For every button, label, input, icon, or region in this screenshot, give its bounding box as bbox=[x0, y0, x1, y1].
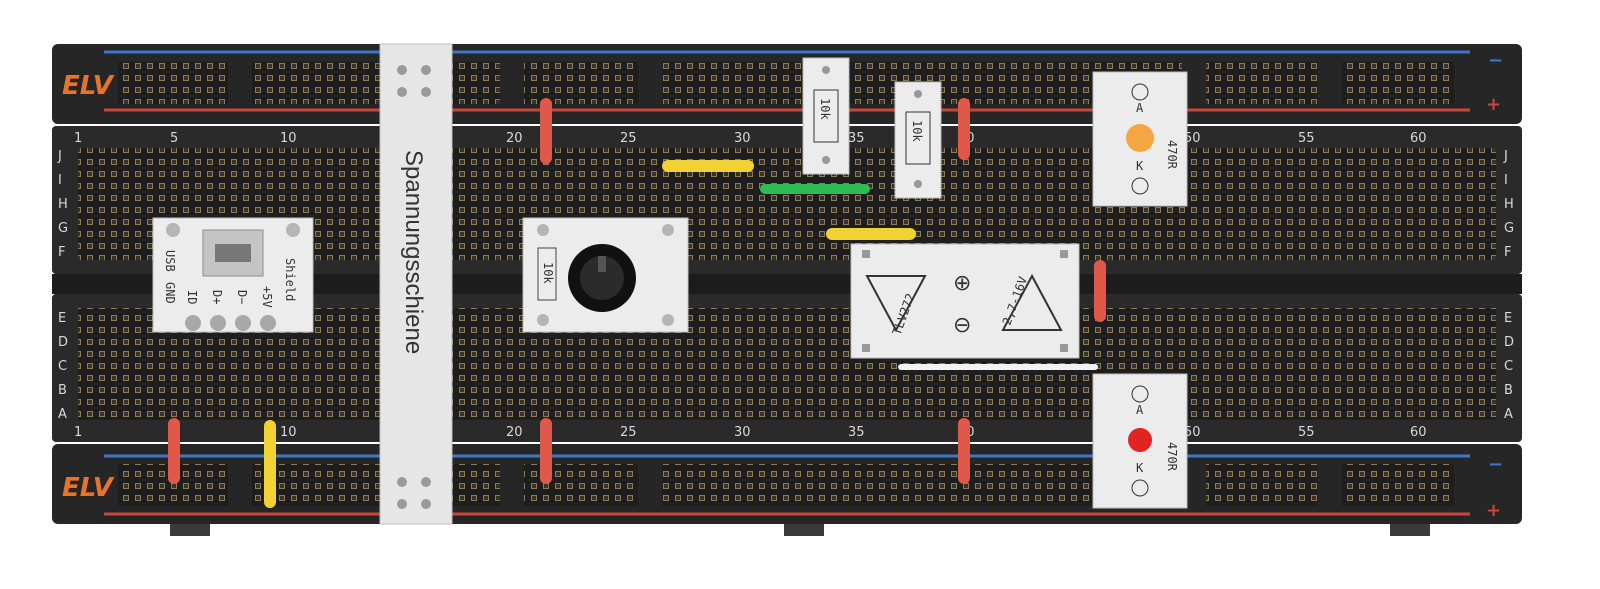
col-num: 10 bbox=[280, 131, 297, 146]
row-letter: F bbox=[1504, 245, 1511, 260]
row-letter: A bbox=[58, 407, 67, 422]
power-rail-label: Spannungsschiene bbox=[400, 150, 427, 354]
row-letter: F bbox=[58, 245, 65, 260]
row-letter: I bbox=[58, 173, 62, 188]
minus-symbol-icon: ⊖ bbox=[953, 313, 971, 338]
resistor-module-1: 10k bbox=[802, 57, 850, 175]
yellow-jumper bbox=[826, 228, 916, 240]
row-letter: A bbox=[1504, 407, 1513, 422]
usb-label: USB bbox=[163, 250, 177, 272]
col-num: 60 bbox=[1410, 131, 1427, 146]
row-letter: H bbox=[1504, 197, 1514, 212]
power-rail-module: Spannungsschiene bbox=[379, 43, 453, 525]
row-letter: B bbox=[1504, 383, 1513, 398]
polarity-plus-bottom: + bbox=[1486, 500, 1501, 521]
row-letter: I bbox=[1504, 173, 1508, 188]
led-orange-icon bbox=[1126, 124, 1154, 152]
col-num: 50 bbox=[1184, 425, 1201, 440]
board-foot bbox=[1390, 524, 1430, 536]
led-top-cathode: K bbox=[1136, 159, 1144, 173]
white-wire bbox=[898, 364, 1098, 370]
col-num: 35 bbox=[848, 425, 865, 440]
board-foot bbox=[784, 524, 824, 536]
usb-module: USB GND ID D+ D− +5V Shield bbox=[152, 217, 314, 333]
led-bottom-cathode: K bbox=[1136, 461, 1144, 475]
red-jumper bbox=[540, 418, 552, 484]
resistor-label-2: 10k bbox=[910, 120, 924, 142]
col-num: 10 bbox=[280, 425, 297, 440]
col-num: 35 bbox=[848, 131, 865, 146]
column-numbers-bottom: 1 10 20 25 30 35 40 50 55 60 bbox=[74, 425, 1427, 440]
yellow-jumper bbox=[264, 420, 276, 508]
col-num: 20 bbox=[506, 131, 523, 146]
polarity-plus-top: + bbox=[1486, 94, 1501, 115]
col-num: 5 bbox=[170, 131, 178, 146]
row-letters-right: J I H G F E D C B A bbox=[1503, 149, 1514, 422]
bottom-rail-holes bbox=[118, 464, 1454, 506]
row-letter: B bbox=[58, 383, 67, 398]
opamp-module: TLV272 2,7-16V ⊕ ⊖ bbox=[850, 243, 1080, 359]
led-top-resistor: 470R bbox=[1165, 140, 1179, 170]
row-letter: J bbox=[1503, 149, 1508, 164]
row-letter: D bbox=[1504, 335, 1514, 350]
col-num: 60 bbox=[1410, 425, 1427, 440]
pin-dminus-label: D− bbox=[235, 290, 249, 304]
pin-5v-label: +5V bbox=[260, 286, 274, 308]
row-letters-left: J I H G F E D C B A bbox=[57, 149, 68, 422]
col-num: 30 bbox=[734, 425, 751, 440]
jumper-wires bbox=[168, 98, 1106, 508]
col-num: 25 bbox=[620, 131, 637, 146]
red-jumper bbox=[1094, 260, 1106, 322]
row-letter: C bbox=[58, 359, 67, 374]
red-jumper bbox=[958, 418, 970, 484]
red-jumper bbox=[958, 98, 970, 160]
led-top-anode: A bbox=[1136, 101, 1144, 115]
led-bottom-anode: A bbox=[1136, 403, 1144, 417]
resistor-module-2: 10k bbox=[894, 81, 942, 199]
row-letter: G bbox=[1504, 221, 1514, 236]
row-letter: D bbox=[58, 335, 68, 350]
col-num: 55 bbox=[1298, 131, 1315, 146]
red-jumper bbox=[540, 98, 552, 164]
gnd-label: GND bbox=[163, 282, 177, 304]
led-module-top: A K 470R bbox=[1092, 71, 1188, 207]
row-letter: E bbox=[58, 311, 66, 326]
col-num: 20 bbox=[506, 425, 523, 440]
col-num: 1 bbox=[74, 425, 82, 440]
grid-holes-lower bbox=[78, 308, 1496, 420]
led-red-icon bbox=[1128, 428, 1152, 452]
potentiometer-module: 10k bbox=[522, 217, 689, 333]
row-letter: E bbox=[1504, 311, 1512, 326]
brand-logo-bottom: ELV bbox=[62, 473, 115, 503]
pin-dplus-label: D+ bbox=[210, 290, 224, 304]
grid-holes-upper bbox=[78, 148, 1496, 260]
green-jumper bbox=[760, 184, 870, 194]
resistor-label-1: 10k bbox=[818, 98, 832, 120]
polarity-minus-top: − bbox=[1488, 50, 1503, 71]
col-num: 55 bbox=[1298, 425, 1315, 440]
col-num: 30 bbox=[734, 131, 751, 146]
pot-label: 10k bbox=[541, 262, 555, 284]
brand-logo-top: ELV bbox=[62, 71, 115, 101]
col-num: 50 bbox=[1184, 131, 1201, 146]
yellow-jumper bbox=[662, 160, 754, 172]
polarity-minus-bottom: − bbox=[1488, 454, 1503, 475]
col-num: 1 bbox=[74, 131, 82, 146]
top-rail-holes bbox=[118, 62, 1454, 104]
row-letter: H bbox=[58, 197, 68, 212]
red-jumper bbox=[168, 418, 180, 484]
plus-symbol-icon: ⊕ bbox=[953, 271, 971, 296]
row-letter: G bbox=[58, 221, 68, 236]
col-num: 25 bbox=[620, 425, 637, 440]
led-module-bottom: A K 470R bbox=[1092, 373, 1188, 509]
row-letter: C bbox=[1504, 359, 1513, 374]
shield-label: Shield bbox=[283, 258, 297, 301]
row-letter: J bbox=[57, 149, 62, 164]
led-bottom-resistor: 470R bbox=[1165, 442, 1179, 472]
board-foot bbox=[170, 524, 210, 536]
pin-id-label: ID bbox=[185, 290, 199, 304]
